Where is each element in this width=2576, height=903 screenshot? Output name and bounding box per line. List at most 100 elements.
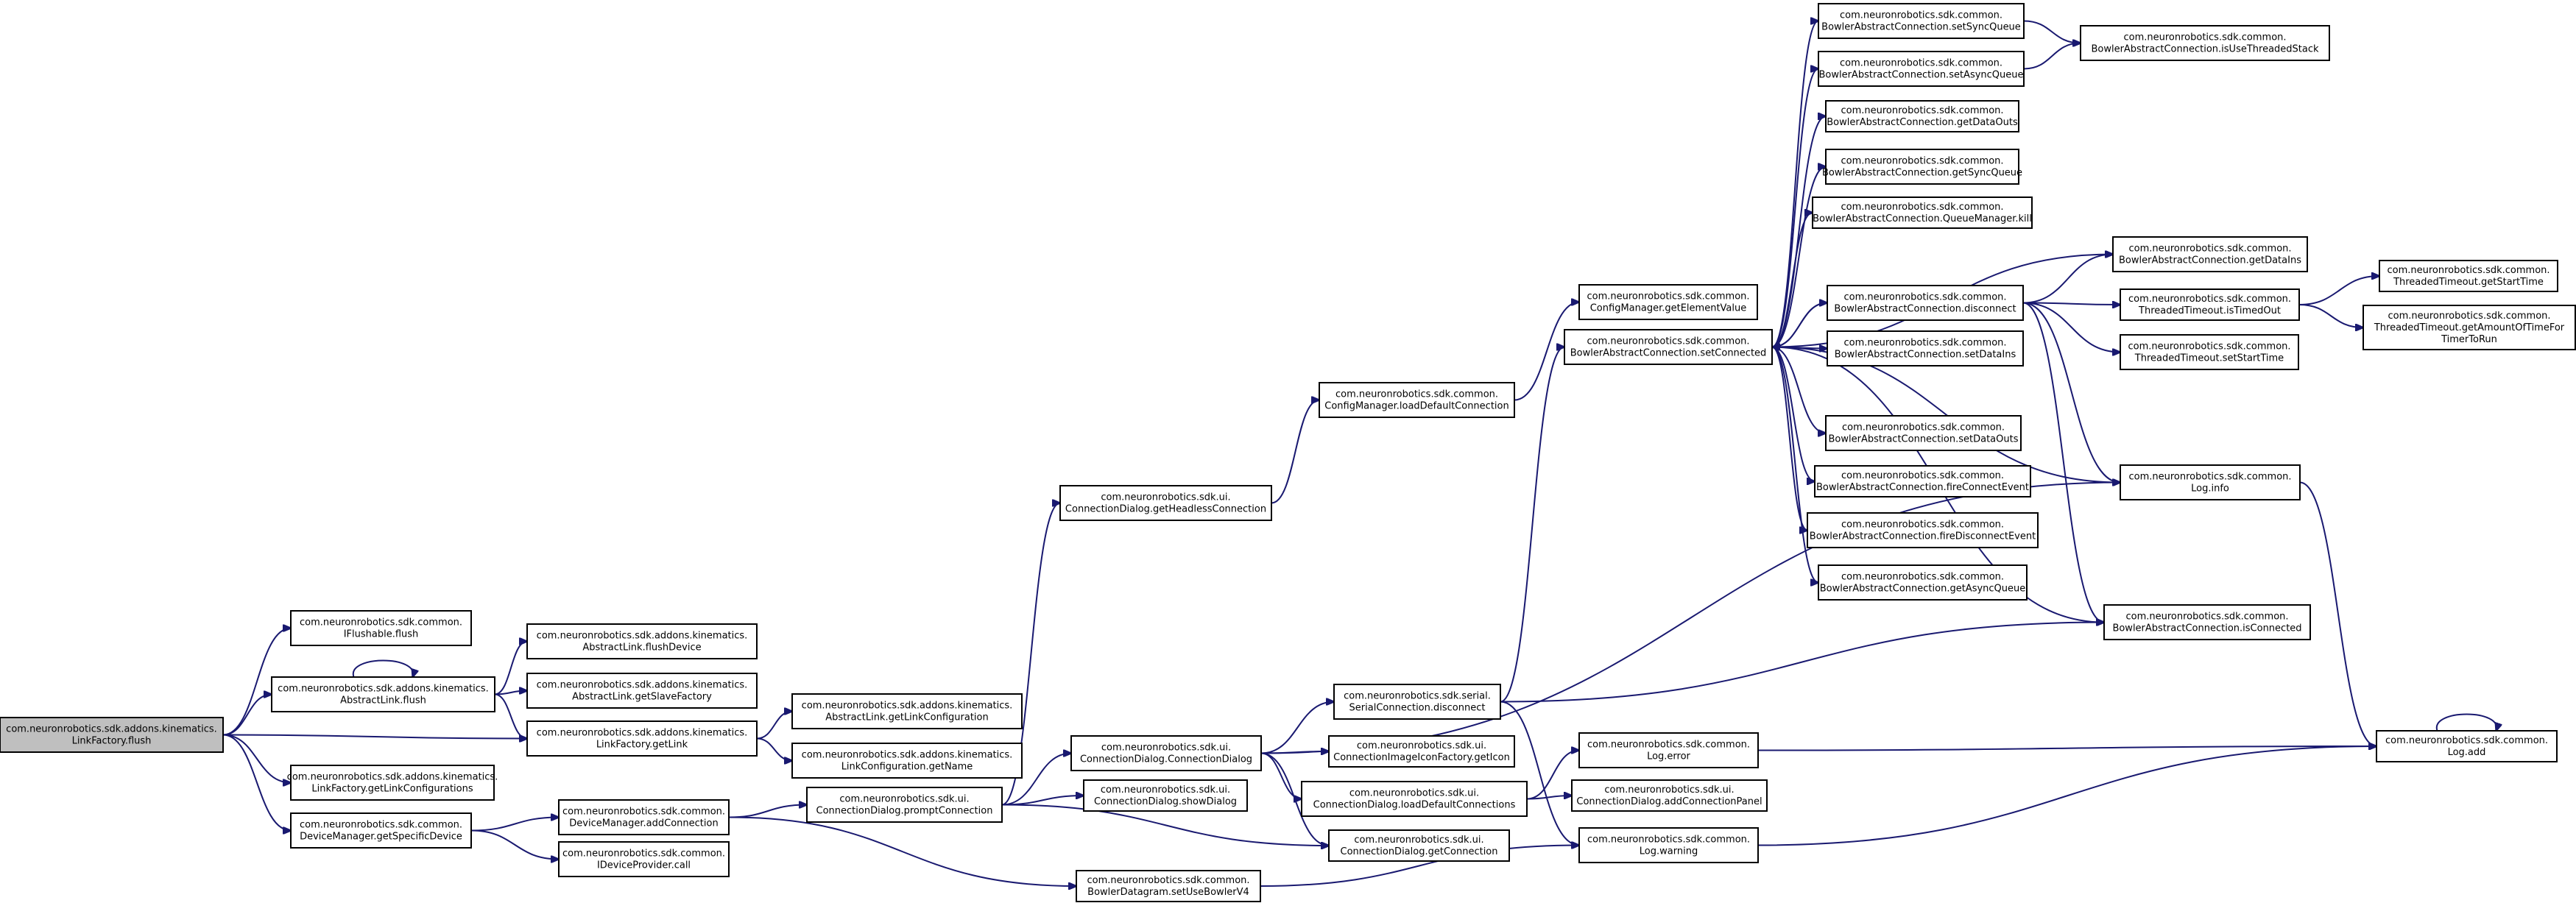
node-label: BowlerAbstractConnection.isConnected <box>2112 623 2301 634</box>
function-node[interactable]: com.neuronrobotics.sdk.common.BowlerAbst… <box>1827 285 2024 321</box>
function-node[interactable]: com.neuronrobotics.sdk.common.Log.add <box>2376 730 2558 762</box>
node-label: AbstractLink.getSlaveFactory <box>572 692 712 703</box>
function-node[interactable]: com.neuronrobotics.sdk.ui.ConnectionDial… <box>1070 735 1262 771</box>
node-label: BowlerAbstractConnection.setDataOuts <box>1829 434 2019 445</box>
function-node[interactable]: com.neuronrobotics.sdk.common.DeviceMana… <box>290 812 472 849</box>
function-node[interactable]: com.neuronrobotics.sdk.common.ThreadedTi… <box>2120 334 2299 370</box>
call-edge <box>222 628 291 736</box>
function-node[interactable]: com.neuronrobotics.sdk.common.BowlerAbst… <box>2103 604 2311 640</box>
node-label: ConfigManager.loadDefaultConnection <box>1324 401 1508 412</box>
function-node[interactable]: com.neuronrobotics.sdk.ui.ConnectionDial… <box>1059 485 1272 521</box>
function-node[interactable]: com.neuronrobotics.sdk.addons.kinematics… <box>791 743 1023 779</box>
node-label: SerialConnection.disconnect <box>1349 703 1486 714</box>
node-label: ConnectionImageIconFactory.getIcon <box>1333 752 1510 763</box>
function-node[interactable]: com.neuronrobotics.sdk.addons.kinematics… <box>526 623 758 659</box>
call-edge <box>2023 43 2081 70</box>
node-label: TimerToRun <box>2441 334 2497 345</box>
function-node[interactable]: com.neuronrobotics.sdk.common.DeviceMana… <box>558 799 730 835</box>
function-node[interactable]: com.neuronrobotics.sdk.common.BowlerAbst… <box>1827 330 2024 366</box>
call-edge <box>1771 346 1815 482</box>
node-label: LinkConfiguration.getName <box>841 762 973 773</box>
function-node[interactable]: com.neuronrobotics.sdk.common.ThreadedTi… <box>2120 288 2300 321</box>
call-edge <box>1260 752 1302 799</box>
node-label: com.neuronrobotics.sdk.addons.kinematics… <box>6 724 217 735</box>
node-label: com.neuronrobotics.sdk.common. <box>1841 105 2003 116</box>
function-node[interactable]: com.neuronrobotics.sdk.common.BowlerAbst… <box>2080 25 2330 61</box>
node-label: BowlerAbstractConnection.getDataOuts <box>1827 117 2018 128</box>
function-node[interactable]: com.neuronrobotics.sdk.common.BowlerAbst… <box>1812 196 2033 229</box>
call-edge <box>2022 302 2120 483</box>
node-label: com.neuronrobotics.sdk.common. <box>2128 294 2291 305</box>
call-edge <box>756 737 792 761</box>
node-label: ConnectionDialog.addConnectionPanel <box>1576 796 1762 807</box>
function-node[interactable]: com.neuronrobotics.sdk.common.Log.warnin… <box>1578 827 1759 863</box>
node-box <box>2120 288 2300 321</box>
node-box <box>271 676 495 712</box>
root-function-node[interactable]: com.neuronrobotics.sdk.addons.kinematics… <box>0 717 224 753</box>
node-label: ThreadedTimeout.setStartTime <box>2134 353 2284 364</box>
function-node[interactable]: com.neuronrobotics.sdk.common.ThreadedTi… <box>2362 305 2576 350</box>
function-node[interactable]: com.neuronrobotics.sdk.addons.kinematics… <box>526 673 758 709</box>
function-node[interactable]: com.neuronrobotics.sdk.common.BowlerAbst… <box>1825 100 2019 132</box>
node-label: com.neuronrobotics.sdk.addons.kinematics… <box>537 680 748 691</box>
call-edge <box>222 734 527 739</box>
function-node[interactable]: com.neuronrobotics.sdk.common.BowlerAbst… <box>1822 149 2022 185</box>
function-node[interactable]: com.neuronrobotics.sdk.common.ConfigMana… <box>1578 284 1758 320</box>
call-edge <box>494 642 527 695</box>
call-edge <box>1771 167 1826 348</box>
node-box <box>1319 382 1515 418</box>
node-label: BowlerAbstractConnection.setConnected <box>1570 348 1767 359</box>
call-edge <box>2022 302 2104 623</box>
call-edge <box>2299 481 2376 747</box>
function-node[interactable]: com.neuronrobotics.sdk.ui.ConnectionDial… <box>1328 829 1510 862</box>
function-node[interactable]: com.neuronrobotics.sdk.common.IFlushable… <box>290 610 472 646</box>
function-node[interactable]: com.neuronrobotics.sdk.addons.kinematics… <box>287 765 498 801</box>
node-box <box>1076 870 1261 902</box>
function-node[interactable]: com.neuronrobotics.sdk.common.ThreadedTi… <box>2379 260 2558 292</box>
function-node[interactable]: com.neuronrobotics.sdk.common.Log.info <box>2120 464 2301 500</box>
node-label: com.neuronrobotics.sdk.common. <box>2128 341 2290 353</box>
call-edge <box>756 712 792 740</box>
node-label: com.neuronrobotics.sdk.ui. <box>1101 785 1230 796</box>
node-box <box>1827 285 2024 321</box>
function-node[interactable]: com.neuronrobotics.sdk.addons.kinematics… <box>526 720 758 757</box>
node-box <box>558 799 730 835</box>
node-label: BowlerDatagram.setUseBowlerV4 <box>1087 887 1249 898</box>
node-label: DeviceManager.addConnection <box>569 818 718 829</box>
function-node[interactable]: com.neuronrobotics.sdk.ui.ConnectionDial… <box>806 787 1003 823</box>
function-node[interactable]: com.neuronrobotics.sdk.serial.SerialConn… <box>1333 684 1501 720</box>
function-node[interactable]: com.neuronrobotics.sdk.ui.ConnectionImag… <box>1328 735 1515 768</box>
function-node[interactable]: com.neuronrobotics.sdk.common.BowlerAbst… <box>1825 415 2022 451</box>
node-label: com.neuronrobotics.sdk.common. <box>1841 572 2004 583</box>
node-label: Log.info <box>2191 484 2229 495</box>
function-node[interactable]: com.neuronrobotics.sdk.common.ConfigMana… <box>1319 382 1515 418</box>
function-node[interactable]: com.neuronrobotics.sdk.common.BowlerAbst… <box>1807 512 2039 548</box>
function-node[interactable]: com.neuronrobotics.sdk.common.BowlerAbst… <box>1818 564 2028 601</box>
call-edge <box>1526 751 1579 800</box>
function-node[interactable]: com.neuronrobotics.sdk.common.BowlerAbst… <box>1818 51 2025 87</box>
function-node[interactable]: com.neuronrobotics.sdk.addons.kinematics… <box>271 676 495 712</box>
node-label: com.neuronrobotics.sdk.common. <box>1841 202 2003 213</box>
function-node[interactable]: com.neuronrobotics.sdk.common.BowlerData… <box>1076 870 1261 902</box>
node-label: BowlerAbstractConnection.isUseThreadedSt… <box>2091 44 2319 55</box>
node-label: ConnectionDialog.getConnection <box>1341 846 1498 857</box>
node-label: com.neuronrobotics.sdk.common. <box>300 617 462 628</box>
node-label: AbstractLink.flush <box>340 695 426 707</box>
node-label: com.neuronrobotics.sdk.common. <box>1587 835 1750 846</box>
call-edge <box>1771 346 1826 433</box>
function-node[interactable]: com.neuronrobotics.sdk.ui.ConnectionDial… <box>1083 779 1248 812</box>
function-node[interactable]: com.neuronrobotics.sdk.ui.ConnectionDial… <box>1301 781 1528 817</box>
function-node[interactable]: com.neuronrobotics.sdk.common.IDevicePro… <box>558 841 730 877</box>
node-box <box>2379 260 2558 292</box>
function-node[interactable]: com.neuronrobotics.sdk.common.BowlerAbst… <box>2112 236 2308 272</box>
call-edge <box>1500 347 1564 703</box>
node-box <box>1328 735 1515 768</box>
function-node[interactable]: com.neuronrobotics.sdk.addons.kinematics… <box>791 693 1023 729</box>
call-edge <box>1772 302 1828 347</box>
function-node[interactable]: com.neuronrobotics.sdk.ui.ConnectionDial… <box>1571 779 1768 812</box>
node-label: com.neuronrobotics.sdk.common. <box>1840 10 2002 21</box>
function-node[interactable]: com.neuronrobotics.sdk.common.BowlerAbst… <box>1564 329 1773 365</box>
function-node[interactable]: com.neuronrobotics.sdk.common.Log.error <box>1578 732 1759 768</box>
function-node[interactable]: com.neuronrobotics.sdk.common.BowlerAbst… <box>1814 465 2031 497</box>
function-node[interactable]: com.neuronrobotics.sdk.common.BowlerAbst… <box>1818 3 2025 39</box>
